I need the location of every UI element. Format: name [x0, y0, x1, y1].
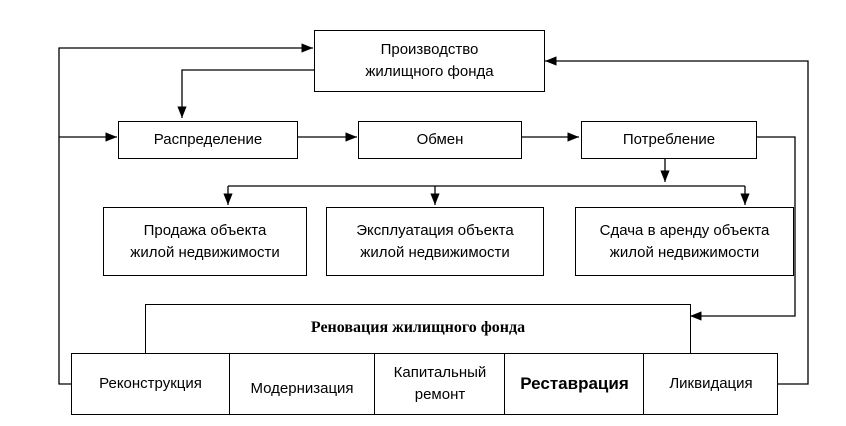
- production-label-line1: Производство: [380, 41, 479, 58]
- consumption-label: Потребление: [622, 131, 716, 148]
- operation-label-line2: жилой недвижимости: [360, 243, 510, 261]
- renovation-title: Реновация жилищного фонда: [310, 319, 526, 336]
- restoration-cell: Реставрация: [504, 354, 644, 414]
- exchange-label: Обмен: [416, 131, 464, 148]
- restoration-label: Реставрация: [520, 374, 629, 393]
- sale-box: Продажа объекта жилой недвижимости: [103, 207, 307, 276]
- modernization-label: Модернизация: [250, 380, 354, 397]
- capital-repair-label-line1: Капитальный: [393, 364, 487, 381]
- capital-repair-cell: Капитальный ремонт: [374, 354, 505, 414]
- renovation-header-box: [145, 304, 691, 356]
- production-box: Производство жилищного фонда: [314, 30, 545, 92]
- operation-box: Эксплуатация объекта жилой недвижимости: [326, 207, 544, 276]
- operation-label-line1: Эксплуатация объекта: [356, 221, 514, 239]
- reconstruction-label: Реконструкция: [99, 375, 202, 392]
- reconstruction-cell: Реконструкция: [72, 354, 229, 414]
- rent-label-line2: жилой недвижимости: [609, 243, 760, 261]
- capital-repair-label-line2: ремонт: [414, 386, 466, 403]
- production-label-line2: жилищного фонда: [365, 63, 494, 80]
- renovation-methods-row: [71, 353, 778, 415]
- rent-label-line1: Сдача в аренду объекта: [599, 221, 770, 239]
- liquidation-label: Ликвидация: [669, 375, 753, 392]
- rent-box: Сдача в аренду объекта жилой недвижимост…: [575, 207, 794, 276]
- modernization-cell: Модернизация: [229, 354, 374, 414]
- distribution-box: Распределение: [118, 121, 298, 159]
- consumption-box: Потребление: [581, 121, 757, 159]
- sale-label-line2: жилой недвижимости: [130, 243, 280, 261]
- liquidation-cell: Ликвидация: [643, 354, 778, 414]
- exchange-box: Обмен: [358, 121, 522, 159]
- sale-label-line1: Продажа объекта: [143, 221, 267, 239]
- distribution-label: Распределение: [153, 131, 263, 148]
